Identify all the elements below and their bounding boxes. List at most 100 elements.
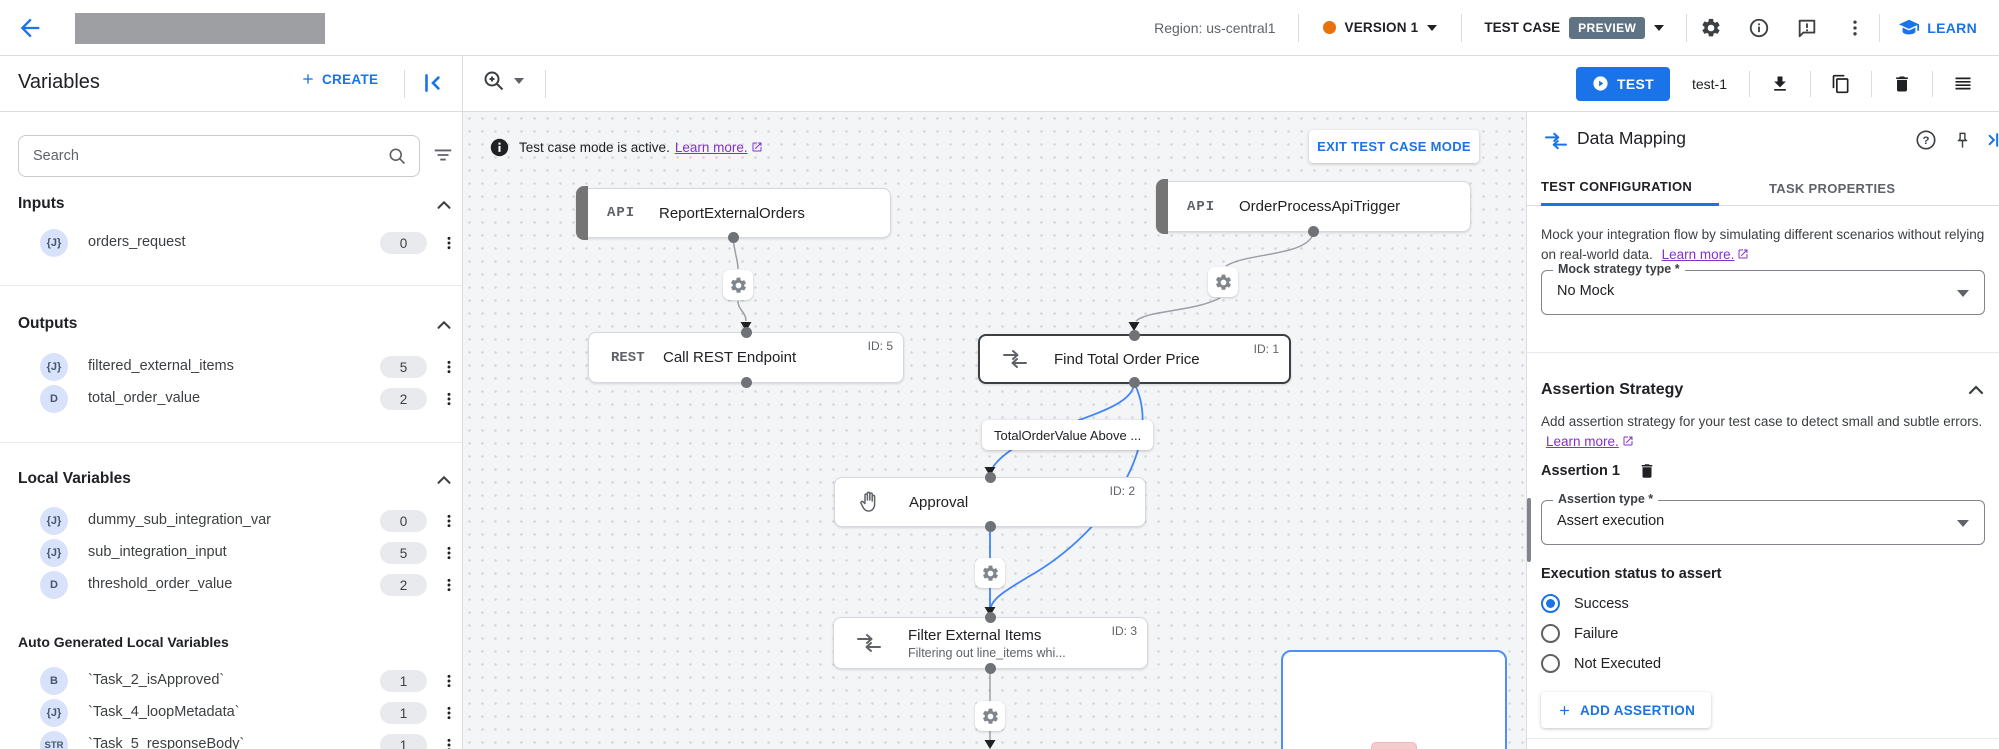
output-port[interactable] (740, 377, 752, 388)
chevron-up-icon[interactable] (433, 194, 455, 216)
search-input[interactable] (19, 148, 387, 164)
input-port[interactable] (1129, 330, 1140, 341)
variable-row[interactable]: {J} `Task_4_loopMetadata` 1 (0, 698, 462, 728)
more-vert-icon[interactable] (438, 232, 460, 254)
more-vert-icon[interactable] (438, 670, 460, 692)
node-report-external-orders[interactable]: API ReportExternalOrders (576, 186, 891, 243)
divider (1527, 352, 1999, 353)
delete-assertion-icon[interactable] (1638, 462, 1656, 480)
approval-hand-icon (857, 490, 909, 514)
input-port[interactable] (984, 472, 996, 483)
variable-row[interactable]: D total_order_value 2 (0, 384, 462, 414)
test-button[interactable]: TEST (1576, 66, 1670, 101)
zoom-in-icon (484, 71, 504, 91)
download-icon[interactable] (1760, 64, 1800, 104)
tab-test-configuration[interactable]: TEST CONFIGURATION (1541, 170, 1719, 206)
test-case-name: test-1 (1691, 75, 1727, 92)
mock-strategy-select[interactable]: Mock strategy type * No Mock (1541, 262, 1985, 315)
variable-row[interactable]: {J} filtered_external_items 5 (0, 352, 462, 382)
api-trigger-badge: API (607, 205, 636, 221)
more-vert-icon[interactable] (438, 574, 460, 596)
radio-button[interactable] (1541, 654, 1560, 673)
trigger-tab (1156, 179, 1168, 234)
more-vert-icon[interactable] (1831, 4, 1879, 52)
divider (1749, 70, 1750, 97)
selected-region-box[interactable] (1281, 650, 1507, 749)
type-badge-json: {J} (40, 539, 68, 567)
mock-description: Mock your integration flow by simulating… (1541, 227, 1985, 263)
assertion-type-select[interactable]: Assertion type * Assert execution (1541, 492, 1985, 545)
log-list-icon[interactable] (1943, 64, 1983, 104)
variable-row[interactable]: {J} dummy_sub_integration_var 0 (0, 506, 462, 536)
info-icon[interactable] (1735, 4, 1783, 52)
task-id-label: ID: 5 (867, 339, 893, 353)
search-icon[interactable] (387, 146, 407, 166)
exit-test-case-mode-button[interactable]: EXIT TEST CASE MODE (1309, 130, 1479, 163)
edge-gear-icon[interactable] (1208, 267, 1238, 297)
output-port[interactable] (728, 232, 739, 243)
output-port[interactable] (1129, 377, 1140, 388)
edge-condition-label[interactable]: TotalOrderValue Above ... (982, 420, 1154, 450)
test-case-selector[interactable]: TEST CASE PREVIEW (1462, 16, 1686, 39)
variable-row[interactable]: D threshold_order_value 2 (0, 570, 462, 600)
version-status-dot (1322, 21, 1336, 34)
version-selector[interactable]: VERSION 1 (1299, 20, 1462, 35)
sort-icon[interactable] (432, 144, 454, 166)
variable-row[interactable]: STR `Task_5_responseBody` 1 (0, 730, 462, 749)
integration-canvas[interactable]: Test case mode is active.Learn more. EXI… (463, 112, 1526, 749)
top-bar: Region: us-central1 VERSION 1 TEST CASE … (0, 0, 1999, 55)
more-vert-icon[interactable] (438, 542, 460, 564)
assertion-description: Add assertion strategy for your test cas… (1541, 414, 1983, 450)
edge-gear-icon[interactable] (723, 270, 753, 300)
input-port[interactable] (985, 612, 996, 623)
learn-button[interactable]: LEARN (1880, 17, 1999, 39)
more-vert-icon[interactable] (438, 702, 460, 724)
copy-icon[interactable] (1821, 64, 1861, 104)
output-port[interactable] (1308, 226, 1319, 237)
chevron-up-icon[interactable] (1964, 378, 1988, 402)
chevron-down-icon (1654, 24, 1665, 31)
feedback-icon[interactable] (1783, 4, 1831, 52)
help-icon[interactable]: ? (1913, 127, 1939, 153)
radio-failure[interactable]: Failure (1541, 624, 1618, 643)
radio-button-selected[interactable] (1541, 594, 1560, 613)
scrollbar-thumb[interactable] (1527, 498, 1531, 562)
learn-more-link[interactable]: Learn more. (1546, 434, 1619, 450)
tab-task-properties[interactable]: TASK PROPERTIES (1769, 180, 1896, 196)
variable-row[interactable]: B `Task_2_isApproved` 1 (0, 666, 462, 696)
more-vert-icon[interactable] (438, 388, 460, 410)
more-vert-icon[interactable] (438, 734, 460, 749)
edge-gear-icon[interactable] (975, 558, 1005, 588)
node-approval[interactable]: Approval ID: 2 (834, 472, 1146, 532)
back-arrow-icon[interactable] (16, 14, 44, 42)
school-icon (1899, 19, 1920, 34)
chevron-up-icon[interactable] (433, 314, 455, 336)
delete-icon[interactable] (1882, 64, 1922, 104)
create-variable-button[interactable]: CREATE (300, 71, 378, 87)
collapse-panel-icon[interactable] (420, 70, 448, 98)
add-assertion-button[interactable]: ADD ASSERTION (1541, 692, 1712, 728)
input-port[interactable] (740, 327, 752, 338)
panel-header: Data Mapping ? (1527, 112, 1999, 170)
pin-icon[interactable] (1949, 127, 1975, 153)
zoom-tool-button[interactable] (482, 69, 524, 93)
node-find-total-order-price[interactable]: Find Total Order Price ID: 1 (978, 330, 1291, 388)
settings-gear-icon[interactable] (1687, 4, 1735, 52)
more-vert-icon[interactable] (438, 510, 460, 532)
edge-gear-icon[interactable] (975, 701, 1005, 731)
output-port[interactable] (985, 663, 996, 674)
collapse-right-icon[interactable] (1983, 127, 1999, 153)
learn-more-link[interactable]: Learn more. (674, 140, 748, 155)
node-order-process-api-trigger[interactable]: API OrderProcessApiTrigger (1156, 179, 1471, 237)
variable-row[interactable]: {J} sub_integration_input 5 (0, 538, 462, 568)
radio-button[interactable] (1541, 624, 1560, 643)
node-call-rest-endpoint[interactable]: REST Call REST Endpoint ID: 5 (588, 327, 904, 388)
more-vert-icon[interactable] (438, 356, 460, 378)
radio-not-executed[interactable]: Not Executed (1541, 654, 1661, 673)
output-port[interactable] (984, 521, 996, 532)
node-filter-external-items[interactable]: Filter External Items Filtering out line… (833, 612, 1148, 674)
radio-success[interactable]: Success (1541, 594, 1629, 613)
learn-more-link[interactable]: Learn more. (1661, 247, 1735, 263)
variable-row[interactable]: {J} orders_request 0 (0, 228, 462, 258)
chevron-up-icon[interactable] (433, 469, 455, 491)
